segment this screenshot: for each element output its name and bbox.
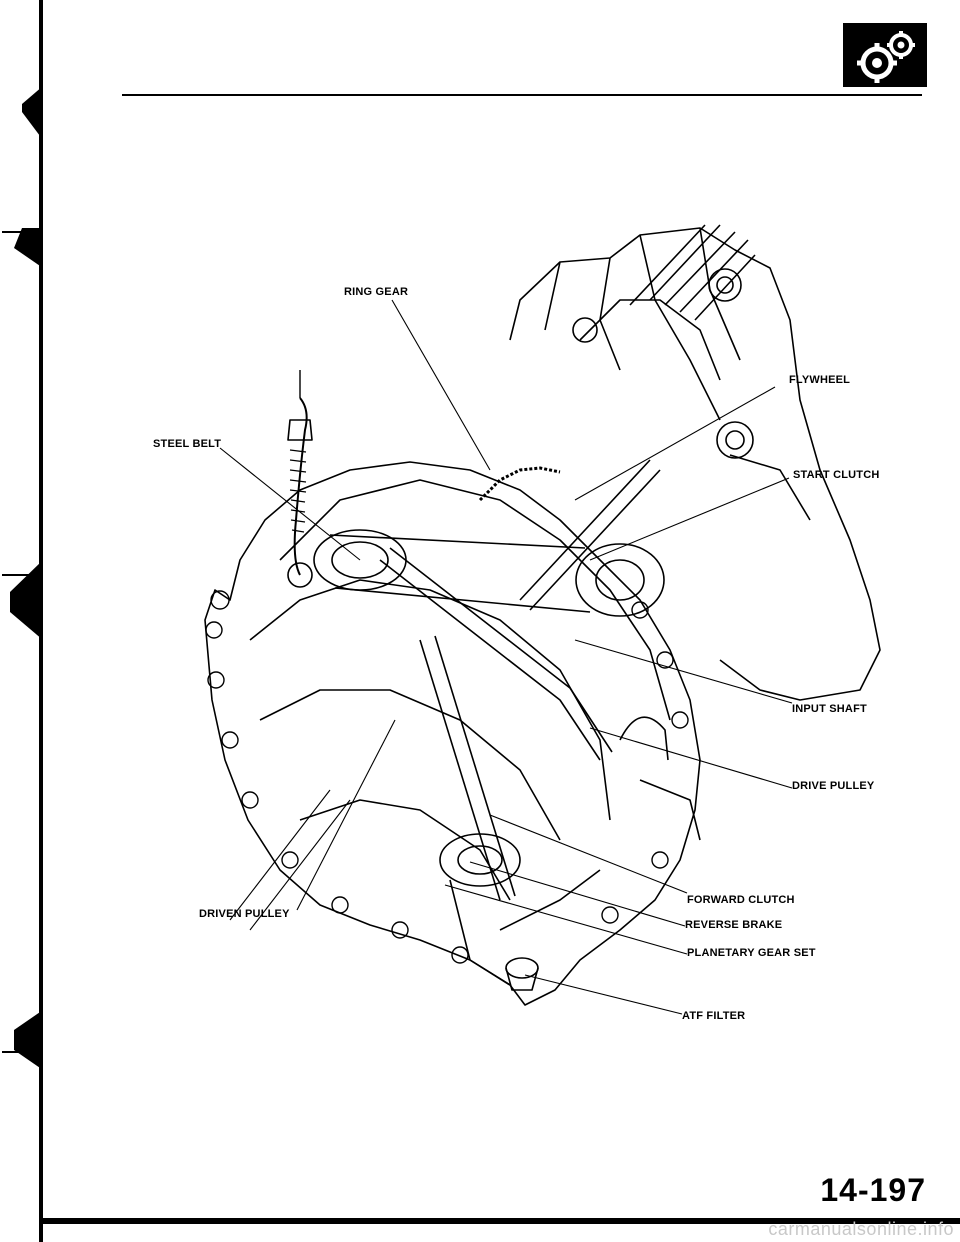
label-driven-pulley: DRIVEN PULLEY: [199, 908, 290, 920]
label-planetary-gear-set: PLANETARY GEAR SET: [687, 947, 816, 959]
gear-icon: [843, 23, 927, 87]
label-ring-gear: RING GEAR: [344, 286, 409, 298]
leader-flywheel: [574, 386, 776, 501]
label-atf-filter: ATF FILTER: [682, 1010, 746, 1022]
leader-drive-pulley: [589, 727, 793, 789]
label-reverse-brake: REVERSE BRAKE: [685, 919, 783, 931]
footer-rule: [40, 1218, 960, 1224]
label-forward-clutch: FORWARD CLUTCH: [687, 894, 795, 906]
label-steel-belt: STEEL BELT: [153, 438, 222, 450]
label-start-clutch: START CLUTCH: [793, 469, 880, 481]
leader-forward-clutch: [489, 814, 688, 894]
watermark-text: carmanualsonline.info: [768, 1219, 954, 1239]
leader-driven-pulley: [296, 719, 396, 911]
leader-atf-filter: [524, 974, 683, 1015]
label-flywheel: FLYWHEEL: [789, 374, 851, 386]
page-number: 14-197: [820, 1172, 926, 1208]
header-rule: [122, 94, 922, 96]
leader-input-shaft: [574, 639, 793, 704]
leader-reverse-brake: [469, 861, 686, 927]
leader-steel-belt: [219, 447, 361, 561]
leader-planetary-gear-set: [444, 884, 688, 955]
label-input-shaft: INPUT SHAFT: [792, 703, 867, 715]
binding-tabs: [2, 86, 43, 1070]
leader-start-clutch: [589, 477, 790, 561]
label-drive-pulley: DRIVE PULLEY: [792, 780, 875, 792]
leader-ring-gear: [391, 299, 491, 471]
